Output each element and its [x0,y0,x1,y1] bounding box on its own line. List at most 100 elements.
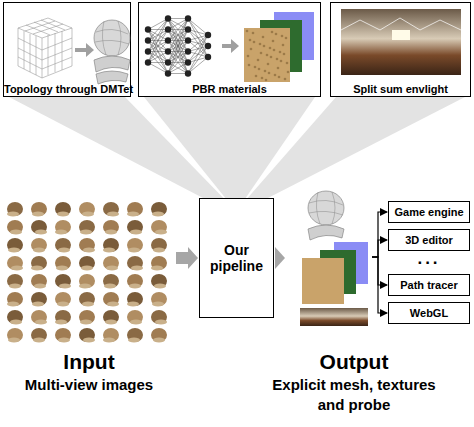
view-thumbnail [127,256,143,270]
view-thumbnail [151,328,167,342]
view-thumbnail-base [128,248,140,253]
view-thumbnail-base [127,302,139,307]
view-thumbnail-base [7,302,19,307]
view-thumbnail [151,256,167,270]
view-thumbnail [127,274,143,288]
view-thumbnail [7,310,23,324]
view-thumbnail-base [155,320,167,325]
view-thumbnail-base [8,338,20,343]
view-thumbnail-base [58,338,70,343]
view-thumbnail [103,292,119,306]
view-thumbnail [103,310,119,324]
view-thumbnail-base [80,230,92,235]
view-thumbnail [103,328,119,342]
view-thumbnail-base [10,230,22,235]
illustration-shape [308,191,344,225]
process-box: WebGL [388,302,470,324]
view-thumbnail-base [79,284,91,289]
panel-caption: PBR materials [139,83,320,95]
output-probe [300,308,368,326]
section-subtitle: Multi-view images [0,376,185,393]
view-thumbnail [7,292,23,306]
panel-caption: Topology through DMTet [4,83,130,95]
view-thumbnail-base [57,212,69,217]
view-thumbnail [151,292,167,306]
fan-connector [248,97,465,198]
view-thumbnail-base [31,266,43,271]
view-thumbnail [55,238,71,252]
output-mesh [308,191,344,240]
view-thumbnail-base [33,338,45,343]
panel-caption: Split sum envlight [331,83,470,95]
view-thumbnail-base [33,248,45,253]
view-thumbnail-base [58,248,70,253]
view-thumbnail [127,202,143,216]
view-thumbnail [7,274,23,288]
image-group: InputMulti-view images [3,199,175,345]
output-roughness-texture [320,250,356,294]
section-heading: Output [262,350,446,374]
view-thumbnail [79,202,95,216]
process-box: Topology through DMTet [3,2,131,97]
view-thumbnail-base [130,320,142,325]
view-thumbnail [127,292,143,306]
image-group: OutputExplicit mesh, textures and probe [286,186,372,328]
section-subtitle: Explicit mesh, textures and probe [271,375,437,414]
view-thumbnail-base [130,230,142,235]
view-thumbnail-base [127,212,139,217]
view-thumbnail [31,292,47,306]
view-thumbnail [79,238,95,252]
view-thumbnail [55,328,71,342]
view-thumbnail [151,220,167,234]
view-thumbnail-base [34,284,46,289]
view-thumbnail-base [107,302,119,307]
view-thumbnail-base [107,212,119,217]
view-thumbnail-base [153,248,165,253]
view-thumbnail-base [153,338,165,343]
view-thumbnail [79,310,95,324]
view-thumbnail-base [82,302,94,307]
view-thumbnail-base [35,320,47,325]
box-label: Game engine [394,206,463,219]
view-thumbnail [31,310,47,324]
view-thumbnail [79,274,95,288]
view-thumbnail [55,220,71,234]
output-arrow [372,240,387,257]
view-thumbnail-base [152,212,164,217]
process-box: Path tracer [388,274,470,296]
view-thumbnail [127,238,143,252]
process-box: 3D editor [388,229,470,251]
view-thumbnail [79,256,95,270]
box-label: 3D editor [405,234,453,247]
view-thumbnail [55,256,71,270]
block-arrow [275,247,285,269]
view-thumbnail [31,220,47,234]
view-thumbnail-base [105,320,117,325]
view-thumbnail [103,274,119,288]
view-thumbnail [103,256,119,270]
view-thumbnail-base [83,248,95,253]
view-thumbnail [55,292,71,306]
process-box: Game engine [388,201,470,223]
view-thumbnail-base [10,320,22,325]
view-thumbnail [151,310,167,324]
output-normal-texture [334,242,368,284]
view-thumbnail [79,328,95,342]
view-thumbnail [55,202,71,216]
process-box: PBR materials [138,2,321,97]
illustration-shape [308,225,344,240]
ellipsis-label: ... [388,249,470,269]
view-thumbnail-base [55,230,67,235]
view-thumbnail-base [155,230,167,235]
view-thumbnail [31,274,47,288]
view-thumbnail-base [131,266,143,271]
view-thumbnail [79,220,95,234]
output-albedo-texture [302,258,344,304]
view-thumbnail-base [8,248,20,253]
view-thumbnail-base [57,302,69,307]
view-thumbnail [31,202,47,216]
process-box: Our pipeline [199,198,274,318]
view-thumbnail [103,202,119,216]
box-label: Path tracer [400,279,457,292]
